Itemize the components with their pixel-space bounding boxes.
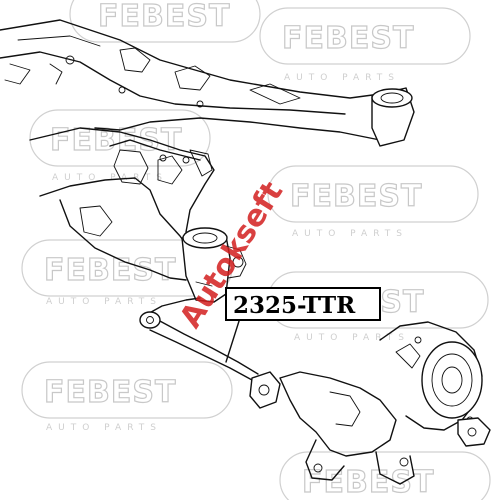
- febest-watermark-7: FEBEST AUTO PARTS: [21, 361, 233, 433]
- leader-line: [225, 317, 241, 363]
- febest-watermark-4: FEBEST AUTO PARTS: [267, 165, 479, 239]
- wheel-knuckle: [279, 321, 491, 485]
- febest-watermark-1: FEBEST: [69, 0, 261, 43]
- svg-text:AUTO PARTS: AUTO PARTS: [294, 333, 410, 343]
- svg-text:FEBEST: FEBEST: [98, 0, 230, 34]
- febest-watermark-3: FEBEST AUTO PARTS: [29, 109, 211, 183]
- svg-text:AUTO PARTS: AUTO PARTS: [46, 297, 162, 307]
- trailing-arm: [29, 127, 215, 281]
- svg-text:FEBEST: FEBEST: [302, 465, 434, 500]
- svg-text:FEBEST: FEBEST: [282, 21, 414, 56]
- svg-text:FEBEST: FEBEST: [290, 179, 422, 214]
- febest-watermark-5: FEBEST AUTO PARTS: [21, 239, 233, 307]
- svg-text:AUTO PARTS: AUTO PARTS: [284, 73, 400, 83]
- upper-right-bushing: [371, 87, 415, 147]
- lower-control-arm: [139, 297, 281, 409]
- svg-text:FEBEST: FEBEST: [44, 253, 176, 288]
- part-number-label: 2325-TTR: [225, 287, 381, 321]
- center-bushing: [181, 227, 247, 303]
- part-number: 2325-TTR: [233, 292, 356, 319]
- svg-text:FEBEST: FEBEST: [44, 375, 176, 410]
- svg-text:FEBEST: FEBEST: [50, 123, 182, 158]
- svg-text:AUTO PARTS: AUTO PARTS: [46, 423, 162, 433]
- febest-watermark-2: FEBEST AUTO PARTS: [259, 7, 471, 83]
- svg-text:AUTO PARTS: AUTO PARTS: [292, 229, 408, 239]
- svg-text:AUTO PARTS: AUTO PARTS: [52, 173, 168, 183]
- febest-watermark-8: FEBEST: [279, 451, 491, 500]
